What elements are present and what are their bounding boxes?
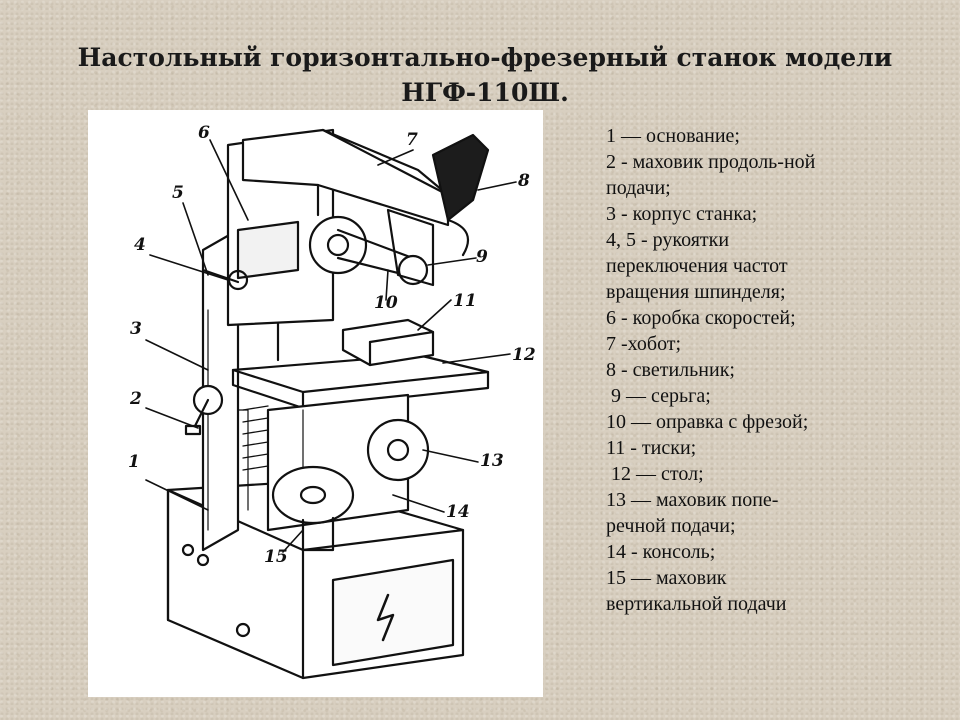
callout-1: 1: [128, 452, 140, 472]
legend-line: речной подачи;: [606, 515, 736, 537]
longitudinal-feed-handwheel: [184, 384, 224, 436]
spindle-arbor: [308, 208, 435, 287]
legend-line: подачи;: [606, 177, 671, 199]
callout-13: 13: [480, 451, 504, 471]
callout-6: 6: [198, 123, 210, 143]
title-line-1: Настольный горизонтально-фрезерный стано…: [77, 43, 893, 72]
legend-line: 9 — серьга;: [606, 385, 711, 407]
legend-line: 13 — маховик попе-: [606, 489, 779, 511]
title-line-2: НГФ-110Ш.: [401, 78, 569, 107]
callout-5: 5: [172, 183, 184, 203]
legend-line: переключения частот: [606, 255, 788, 277]
vertical-feed-handwheel: [271, 465, 355, 552]
overarm: [241, 128, 450, 227]
callout-14: 14: [446, 502, 470, 522]
legend-line: вертикальной подачи: [606, 593, 787, 615]
legend-line: 2 - маховик продоль-ной: [606, 151, 816, 173]
legend-line: 7 -хобот;: [606, 333, 682, 355]
legend-line: 14 - консоль;: [606, 541, 716, 563]
machine-drawing: 1 2 3 4 5 6 7 8 9 10 11 12 13 14 15: [88, 110, 543, 697]
legend-line: 1 — основание;: [606, 125, 740, 147]
callout-4: 4: [134, 235, 146, 255]
callout-7: 7: [406, 130, 418, 150]
legend-line: 4, 5 - рукоятки: [606, 229, 730, 251]
parts-legend: 1 — основание; 2 - маховик продоль-ной п…: [606, 123, 906, 617]
legend-line: 6 - коробка скоростей;: [606, 307, 796, 329]
callout-15: 15: [264, 547, 288, 567]
page-title: Настольный горизонтально-фрезерный стано…: [60, 40, 910, 110]
legend-line: 3 - корпус станка;: [606, 203, 758, 225]
legend-line: 10 — оправка с фрезой;: [606, 411, 809, 433]
legend-line: 12 — стол;: [606, 463, 704, 485]
machine-vise: [341, 318, 435, 367]
callout-11: 11: [453, 291, 477, 311]
machine-lamp: [431, 133, 490, 257]
callout-8: 8: [517, 171, 530, 191]
legend-line: 15 — маховик: [606, 567, 727, 589]
legend-line: 8 - светильник;: [606, 359, 735, 381]
legend-line: 11 - тиски;: [606, 437, 697, 459]
callout-leaders: [145, 139, 517, 553]
callout-10: 10: [374, 293, 398, 313]
callout-2: 2: [129, 389, 142, 409]
callout-12: 12: [512, 345, 536, 365]
milling-machine-illustration: 1 2 3 4 5 6 7 8 9 10 11 12 13 14 15: [128, 123, 536, 680]
cross-feed-handwheel: [366, 418, 430, 482]
callout-9: 9: [476, 247, 488, 267]
callout-3: 3: [130, 319, 142, 339]
legend-line: вращения шпинделя;: [606, 281, 786, 303]
